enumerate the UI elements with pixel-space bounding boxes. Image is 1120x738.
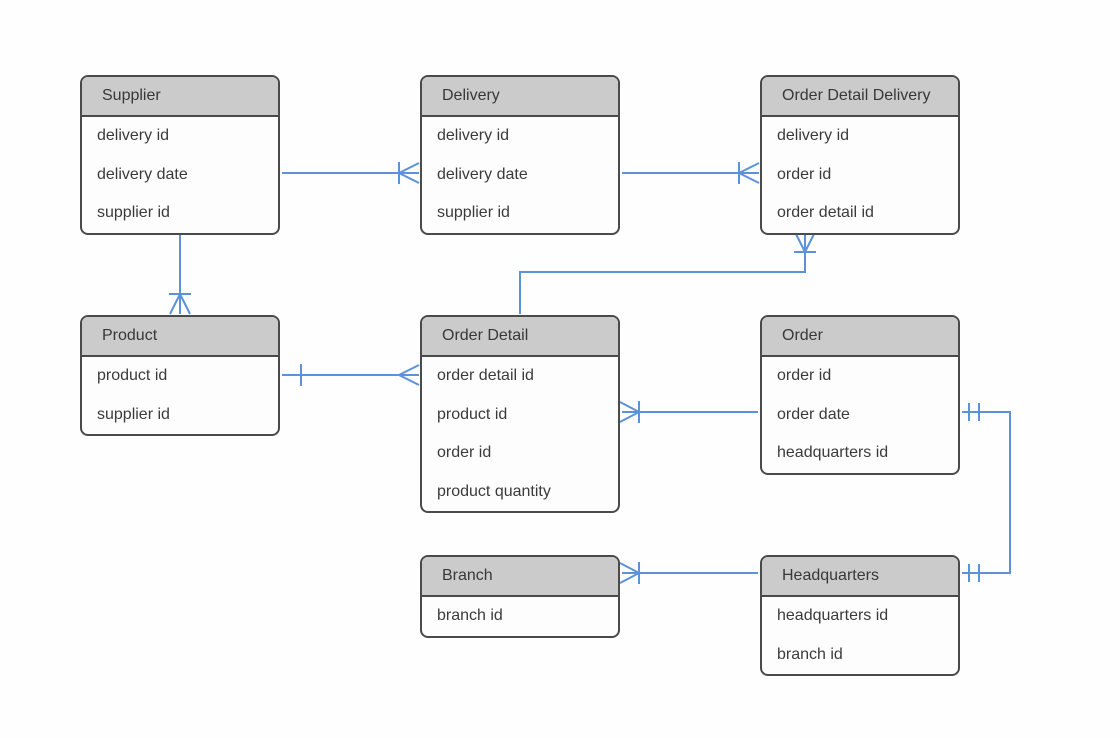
entity-title-label: Order <box>782 327 823 344</box>
entity-headquarters[interactable]: Headquarters headquarters id branch id <box>760 555 960 676</box>
entity-attribute: branch id <box>437 607 503 625</box>
entity-title-label: Order Detail Delivery <box>782 87 931 104</box>
entity-attribute: delivery date <box>437 165 528 183</box>
entity-headquarters-title: Headquarters <box>762 557 958 597</box>
entity-order-detail-title: Order Detail <box>422 317 618 357</box>
entity-attribute: delivery id <box>777 127 850 145</box>
connector-branch-headquarters <box>619 562 758 584</box>
entity-attribute: order id <box>777 367 832 385</box>
entity-attribute: headquarters id <box>777 444 889 462</box>
entity-attribute: supplier id <box>97 405 170 423</box>
entity-supplier-title: Supplier <box>82 77 278 117</box>
entity-order-detail[interactable]: Order Detail order detail id product id … <box>420 315 620 513</box>
connector-supplier-product <box>169 232 191 315</box>
entity-attribute: supplier id <box>97 204 170 222</box>
connector-delivery-order-detail-delivery <box>622 162 760 184</box>
entity-title-label: Supplier <box>102 87 161 104</box>
entity-attribute: order id <box>777 165 832 183</box>
entity-title-label: Delivery <box>442 87 500 104</box>
connector-order-detail-delivery-order-detail <box>519 231 816 314</box>
entity-title-label: Headquarters <box>782 567 879 584</box>
entity-attribute: order detail id <box>437 367 534 385</box>
entity-product[interactable]: Product product id supplier id <box>80 315 280 436</box>
entity-title-label: Branch <box>442 567 493 584</box>
entity-attribute: branch id <box>777 645 843 663</box>
entity-attribute: product quantity <box>437 482 551 500</box>
entity-title-label: Order Detail <box>442 327 529 344</box>
entity-attribute: delivery id <box>437 127 510 145</box>
entity-attribute: order detail id <box>777 204 874 222</box>
entity-order-detail-delivery[interactable]: Order Detail Delivery delivery id order … <box>760 75 960 235</box>
entity-attribute: delivery id <box>97 127 170 145</box>
connector-order-detail-order <box>619 401 758 423</box>
connector-order-headquarters <box>962 403 1011 582</box>
entity-attribute: headquarters id <box>777 607 889 625</box>
entity-branch[interactable]: Branch branch id <box>420 555 620 638</box>
entity-attribute: delivery date <box>97 165 188 183</box>
entity-delivery-title: Delivery <box>422 77 618 117</box>
entity-order[interactable]: Order order id order date headquarters i… <box>760 315 960 475</box>
entity-attribute: order date <box>777 405 850 423</box>
entity-order-title: Order <box>762 317 958 357</box>
connector-product-order-detail <box>282 364 420 386</box>
entity-supplier[interactable]: Supplier delivery id delivery date suppl… <box>80 75 280 235</box>
entity-delivery[interactable]: Delivery delivery id delivery date suppl… <box>420 75 620 235</box>
entity-attribute: supplier id <box>437 204 510 222</box>
entity-branch-title: Branch <box>422 557 618 597</box>
entity-title-label: Product <box>102 327 158 344</box>
entity-attribute: product id <box>437 405 508 423</box>
entity-product-title: Product <box>82 317 278 357</box>
entity-attribute: product id <box>97 367 168 385</box>
entity-order-detail-delivery-title: Order Detail Delivery <box>762 77 958 117</box>
connector-supplier-delivery <box>282 162 420 184</box>
entity-attribute: order id <box>437 444 492 462</box>
